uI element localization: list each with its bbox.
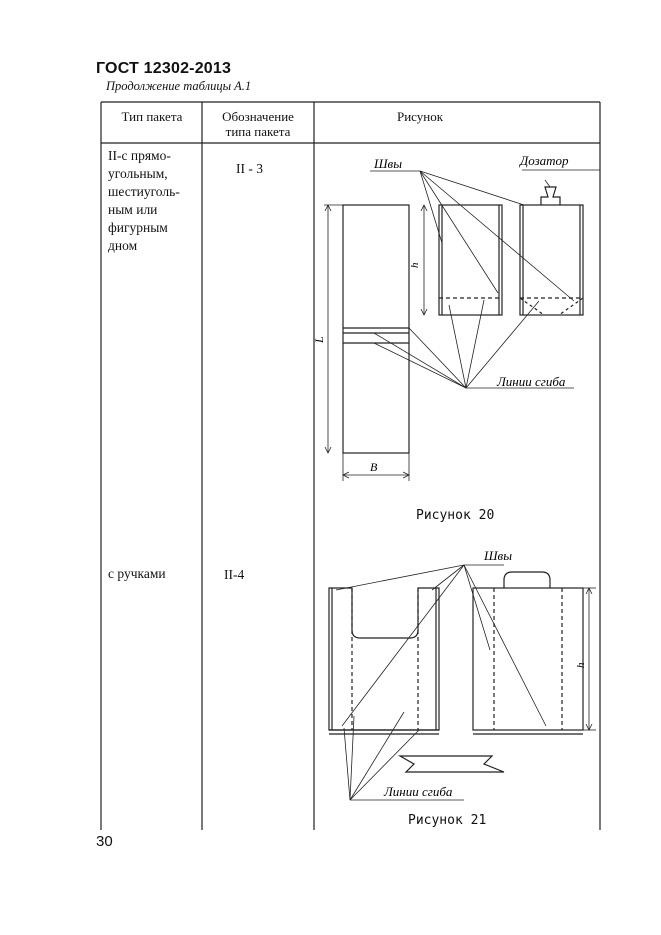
dim-L-fig20: L (314, 336, 326, 344)
row1-type-line: шестиуголь- (108, 184, 180, 199)
row2-package-type: с ручками (108, 565, 166, 583)
row2-type-line: с ручками (108, 566, 166, 581)
page-number: 30 (96, 833, 113, 850)
header-package-type: Тип пакета (121, 109, 183, 124)
figure-21-caption: Рисунок 21 (408, 813, 487, 828)
dim-h-fig20: h (409, 262, 421, 268)
loop-handle-bag-outline (472, 587, 584, 731)
middle-bag-outline (438, 204, 503, 316)
row1-type-line: ным или (108, 202, 158, 217)
label-fold-lines-fig20: Линии сгиба (496, 374, 566, 389)
figure-21-drawing: Швы Линии сгиба h (328, 548, 596, 801)
header-designation-line1: Обозначение (222, 109, 294, 124)
table-continuation-caption: Продолжение таблицы А.1 (106, 79, 252, 93)
header-figure: Рисунок (396, 109, 444, 124)
row1-type-line: фигурным (108, 220, 168, 235)
row1-type-line: дном (108, 238, 138, 253)
dim-h-fig21: h (575, 662, 587, 668)
flat-bag-outline (342, 204, 410, 454)
standard-title: ГОСТ 12302-2013 (96, 60, 232, 77)
row1-designation: II - 3 (236, 161, 263, 176)
row1-type-line: II-с прямо- (108, 148, 171, 163)
row1-type-line: угольным, (108, 166, 168, 181)
dispenser-shape (540, 186, 561, 205)
loop-handle (503, 571, 551, 588)
figure-20-drawing: Швы Дозатор Линии сгиба h L B (314, 153, 600, 481)
dispenser-bag-outline (519, 204, 584, 316)
label-fold-lines-fig21: Линии сгиба (383, 784, 453, 799)
label-dispenser: Дозатор (518, 153, 569, 168)
figure-20-caption: Рисунок 20 (416, 508, 495, 523)
header-designation-line2: типа пакета (225, 124, 291, 139)
header-designation: Обозначение типа пакета (204, 109, 312, 139)
folded-bottom-band (397, 755, 505, 773)
label-seams-fig21: Швы (483, 548, 512, 563)
dim-B-fig20: B (370, 460, 378, 474)
row1-package-type: II-с прямо- угольным, шестиуголь- ным ил… (108, 147, 200, 255)
handle-bag-outline (328, 587, 440, 731)
row2-designation: II-4 (224, 567, 245, 582)
label-seams-fig20: Швы (373, 156, 402, 171)
